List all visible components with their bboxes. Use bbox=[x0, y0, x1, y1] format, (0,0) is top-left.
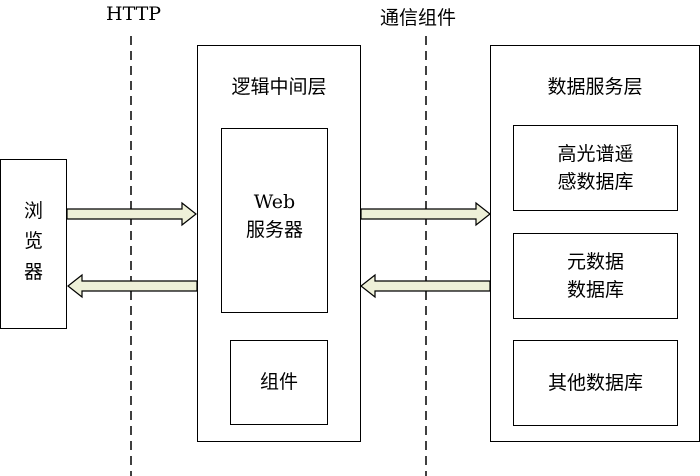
arrow-data-to-logic bbox=[360, 273, 491, 299]
hyperspectral-db-label: 高光谱遥 感数据库 bbox=[557, 143, 634, 193]
hyperspectral-db-box: 高光谱遥 感数据库 bbox=[513, 125, 678, 211]
browser-box: 浏 览 器 bbox=[0, 159, 67, 329]
arrow-logic-to-data bbox=[360, 201, 491, 227]
browser-label: 浏 览 器 bbox=[23, 200, 43, 283]
logic-layer-title: 逻辑中间层 bbox=[231, 76, 327, 98]
component-box: 组件 bbox=[230, 340, 328, 425]
component-label: 组件 bbox=[259, 371, 298, 393]
middleware-label: 通信组件 bbox=[380, 7, 457, 29]
metadata-db-box: 元数据 数据库 bbox=[513, 233, 678, 319]
http-label: HTTP bbox=[106, 3, 162, 25]
web-server-box: Web 服务器 bbox=[221, 128, 328, 313]
web-server-label: Web 服务器 bbox=[245, 191, 303, 241]
data-layer-title: 数据服务层 bbox=[547, 76, 643, 98]
arrow-browser-to-logic bbox=[66, 201, 197, 227]
other-db-box: 其他数据库 bbox=[513, 340, 678, 426]
arrow-logic-to-browser bbox=[67, 273, 198, 299]
other-db-label: 其他数据库 bbox=[547, 372, 643, 394]
metadata-db-label: 元数据 数据库 bbox=[566, 251, 624, 301]
